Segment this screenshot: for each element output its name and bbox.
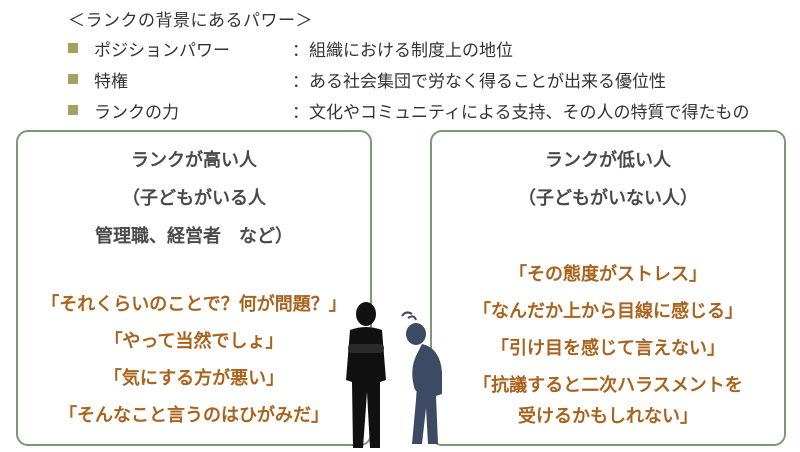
bullet-term: ポジションパワー — [94, 41, 230, 61]
page-heading: ＜ランクの背景にあるパワー＞ — [68, 11, 313, 31]
high-rank-quote: 「やって当然でしょ」 — [104, 331, 284, 352]
low-rank-panel: ランクが低い人 （子どもがいない人） 「その態度がストレス」 「なんだか上から目… — [430, 130, 786, 446]
high-rank-quote: 「それくらいのことで？何が問題？」 — [41, 294, 347, 315]
square-bullet-icon — [68, 74, 78, 84]
low-rank-title: ランクが低い人 — [545, 150, 671, 171]
high-rank-examples: 管理職、経営者 など） — [95, 226, 293, 247]
person-slouching-worried-icon — [401, 311, 442, 444]
low-rank-subtitle: （子どもがいない人） — [518, 188, 698, 209]
high-rank-quote: 「気にする方が悪い」 — [103, 368, 285, 389]
high-rank-title: ランクが高い人 — [131, 150, 257, 171]
person-standing-silhouette-icon — [346, 302, 386, 448]
low-rank-quote: 「抗議すると二次ハラスメントを — [473, 375, 743, 396]
bullet-term: 特権 — [94, 72, 128, 92]
low-rank-quote: 受けるかもしれない」 — [518, 406, 698, 427]
bullet-term: ランクの力 — [94, 103, 179, 123]
high-rank-quote: 「そんなこと言うのはひがみだ」 — [59, 405, 329, 426]
bullet-definition: ：組織における制度上の地位 — [292, 41, 513, 61]
low-rank-quote: 「なんだか上から目線に感じる」 — [473, 301, 743, 322]
high-rank-panel: ランクが高い人 （子どもがいる人 管理職、経営者 など） 「それくらいのことで？… — [16, 130, 372, 446]
bullet-definition: ：文化やコミュニティによる支持、その人の特質で得たもの — [292, 103, 750, 123]
low-rank-quote: 「その態度がストレス」 — [509, 264, 707, 285]
low-rank-quote: 「引け目を感じて言えない」 — [491, 338, 725, 359]
high-rank-subtitle: （子どもがいる人 — [122, 188, 266, 209]
bullet-definition: ：ある社会集団で労なく得ることが出来る優位性 — [292, 72, 666, 92]
square-bullet-icon — [68, 43, 78, 53]
square-bullet-icon — [68, 105, 78, 115]
